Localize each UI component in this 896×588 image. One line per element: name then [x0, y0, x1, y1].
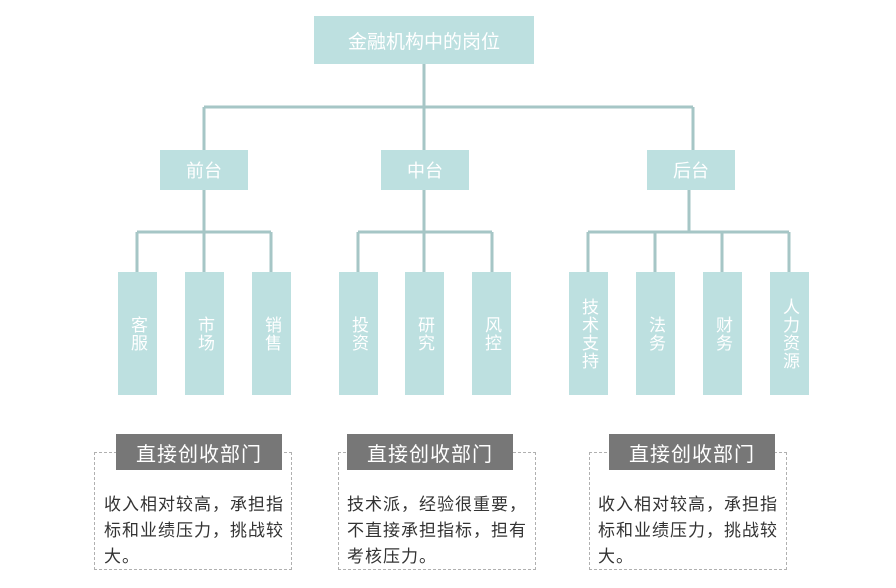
tier-label: 后台 [673, 161, 709, 182]
note-title: 直接创收部门 [609, 434, 775, 470]
root-node: 金融机构中的岗位 [314, 16, 534, 64]
dept-node: 市场 [185, 272, 224, 395]
dept-node: 技术支持 [569, 272, 608, 395]
note-text: 收入相对较高，承担指标和业绩压力，挑战较大。 [598, 495, 778, 567]
dept-label: 投资 [348, 315, 368, 352]
dept-label: 市场 [194, 315, 214, 352]
dept-node: 法务 [636, 272, 675, 395]
note-text: 收入相对较高，承担指标和业绩压力，挑战较大。 [104, 495, 284, 567]
dept-node: 销售 [252, 272, 291, 395]
note-text: 技术派，经验很重要，不直接承担指标，担有考核压力。 [347, 495, 527, 567]
dept-node: 投资 [339, 272, 378, 395]
dept-label: 人力资源 [779, 297, 799, 370]
dept-label: 风控 [481, 315, 501, 352]
dept-label: 法务 [645, 315, 665, 352]
tier-node-back: 后台 [647, 150, 735, 190]
note-title: 直接创收部门 [347, 434, 513, 470]
tier-node-front: 前台 [160, 150, 248, 190]
root-label: 金融机构中的岗位 [347, 30, 500, 53]
dept-node: 研究 [405, 272, 444, 395]
tier-node-middle: 中台 [381, 150, 469, 190]
tier-label: 中台 [407, 161, 443, 182]
dept-node: 人力资源 [770, 272, 809, 395]
dept-label: 客服 [127, 315, 147, 352]
dept-label: 技术支持 [578, 297, 598, 370]
dept-node: 财务 [703, 272, 742, 395]
dept-label: 销售 [261, 315, 281, 352]
dept-label: 财务 [712, 315, 732, 352]
dept-node: 风控 [472, 272, 511, 395]
dept-node: 客服 [118, 272, 157, 395]
note-title: 直接创收部门 [116, 434, 282, 470]
tier-label: 前台 [186, 161, 222, 182]
dept-label: 研究 [414, 315, 434, 352]
